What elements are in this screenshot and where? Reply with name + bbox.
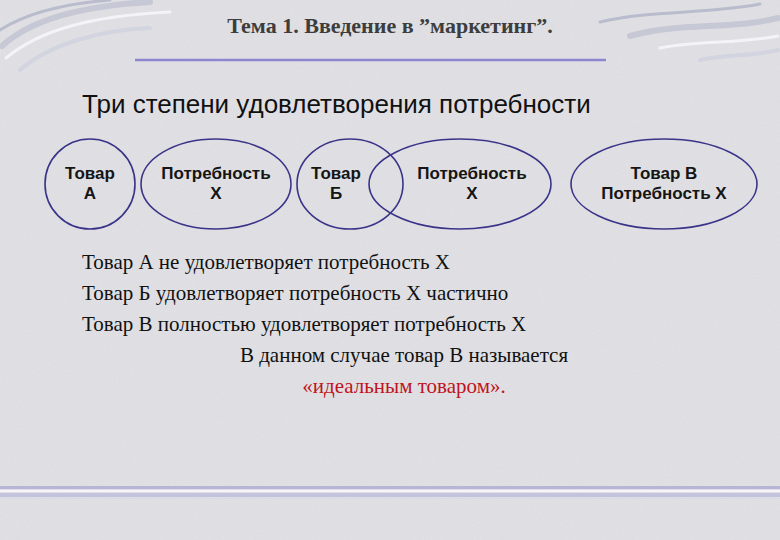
node-label: Товар А	[65, 164, 115, 205]
ellipse-shape	[45, 139, 135, 229]
ellipse-shape	[297, 139, 403, 229]
ellipse-node: Потребность Х	[368, 138, 552, 230]
node-label: Товар Б	[311, 164, 361, 205]
ellipse-shape	[141, 139, 291, 229]
highlight-term: «идеальным товаром».	[14, 371, 780, 402]
subtitle: Три степени удовлетворения потребности	[82, 86, 591, 122]
conclusion: В данном случае товар В называется	[14, 340, 780, 371]
bottom-band	[0, 486, 780, 499]
ellipse-node: Товар ВПотребность Х	[570, 138, 758, 230]
ellipse-node: Потребность Х	[140, 138, 292, 230]
slide-title: Тема 1. Введение в ”маркетинг”.	[0, 13, 780, 39]
ellipse-node: Товар Б	[296, 138, 404, 230]
node-label: Потребность Х	[161, 164, 270, 205]
ellipse-node: Товар А	[44, 138, 136, 230]
ellipse-outline	[368, 138, 552, 230]
node-text-group: Потребность Х	[417, 164, 526, 205]
node-text-group: Товар А	[65, 164, 115, 205]
node-label: Товар В	[601, 164, 726, 184]
ellipse-outline	[296, 138, 404, 230]
ellipse-shape	[369, 139, 551, 229]
title-underline	[135, 59, 606, 62]
statement: Товар Б удовлетворяет потребность Х част…	[82, 278, 508, 309]
node-text-group: Товар ВПотребность Х	[601, 164, 726, 205]
node-text-group: Товар Б	[311, 164, 361, 205]
node-label: Потребность Х	[601, 184, 726, 204]
ellipse-shape	[571, 139, 757, 229]
node-text-group: Потребность Х	[161, 164, 270, 205]
node-label: Потребность Х	[417, 164, 526, 205]
statement: Товар А не удовлетворяет потребность Х	[82, 247, 450, 278]
statement: Товар В полностью удовлетворяет потребно…	[82, 309, 526, 340]
